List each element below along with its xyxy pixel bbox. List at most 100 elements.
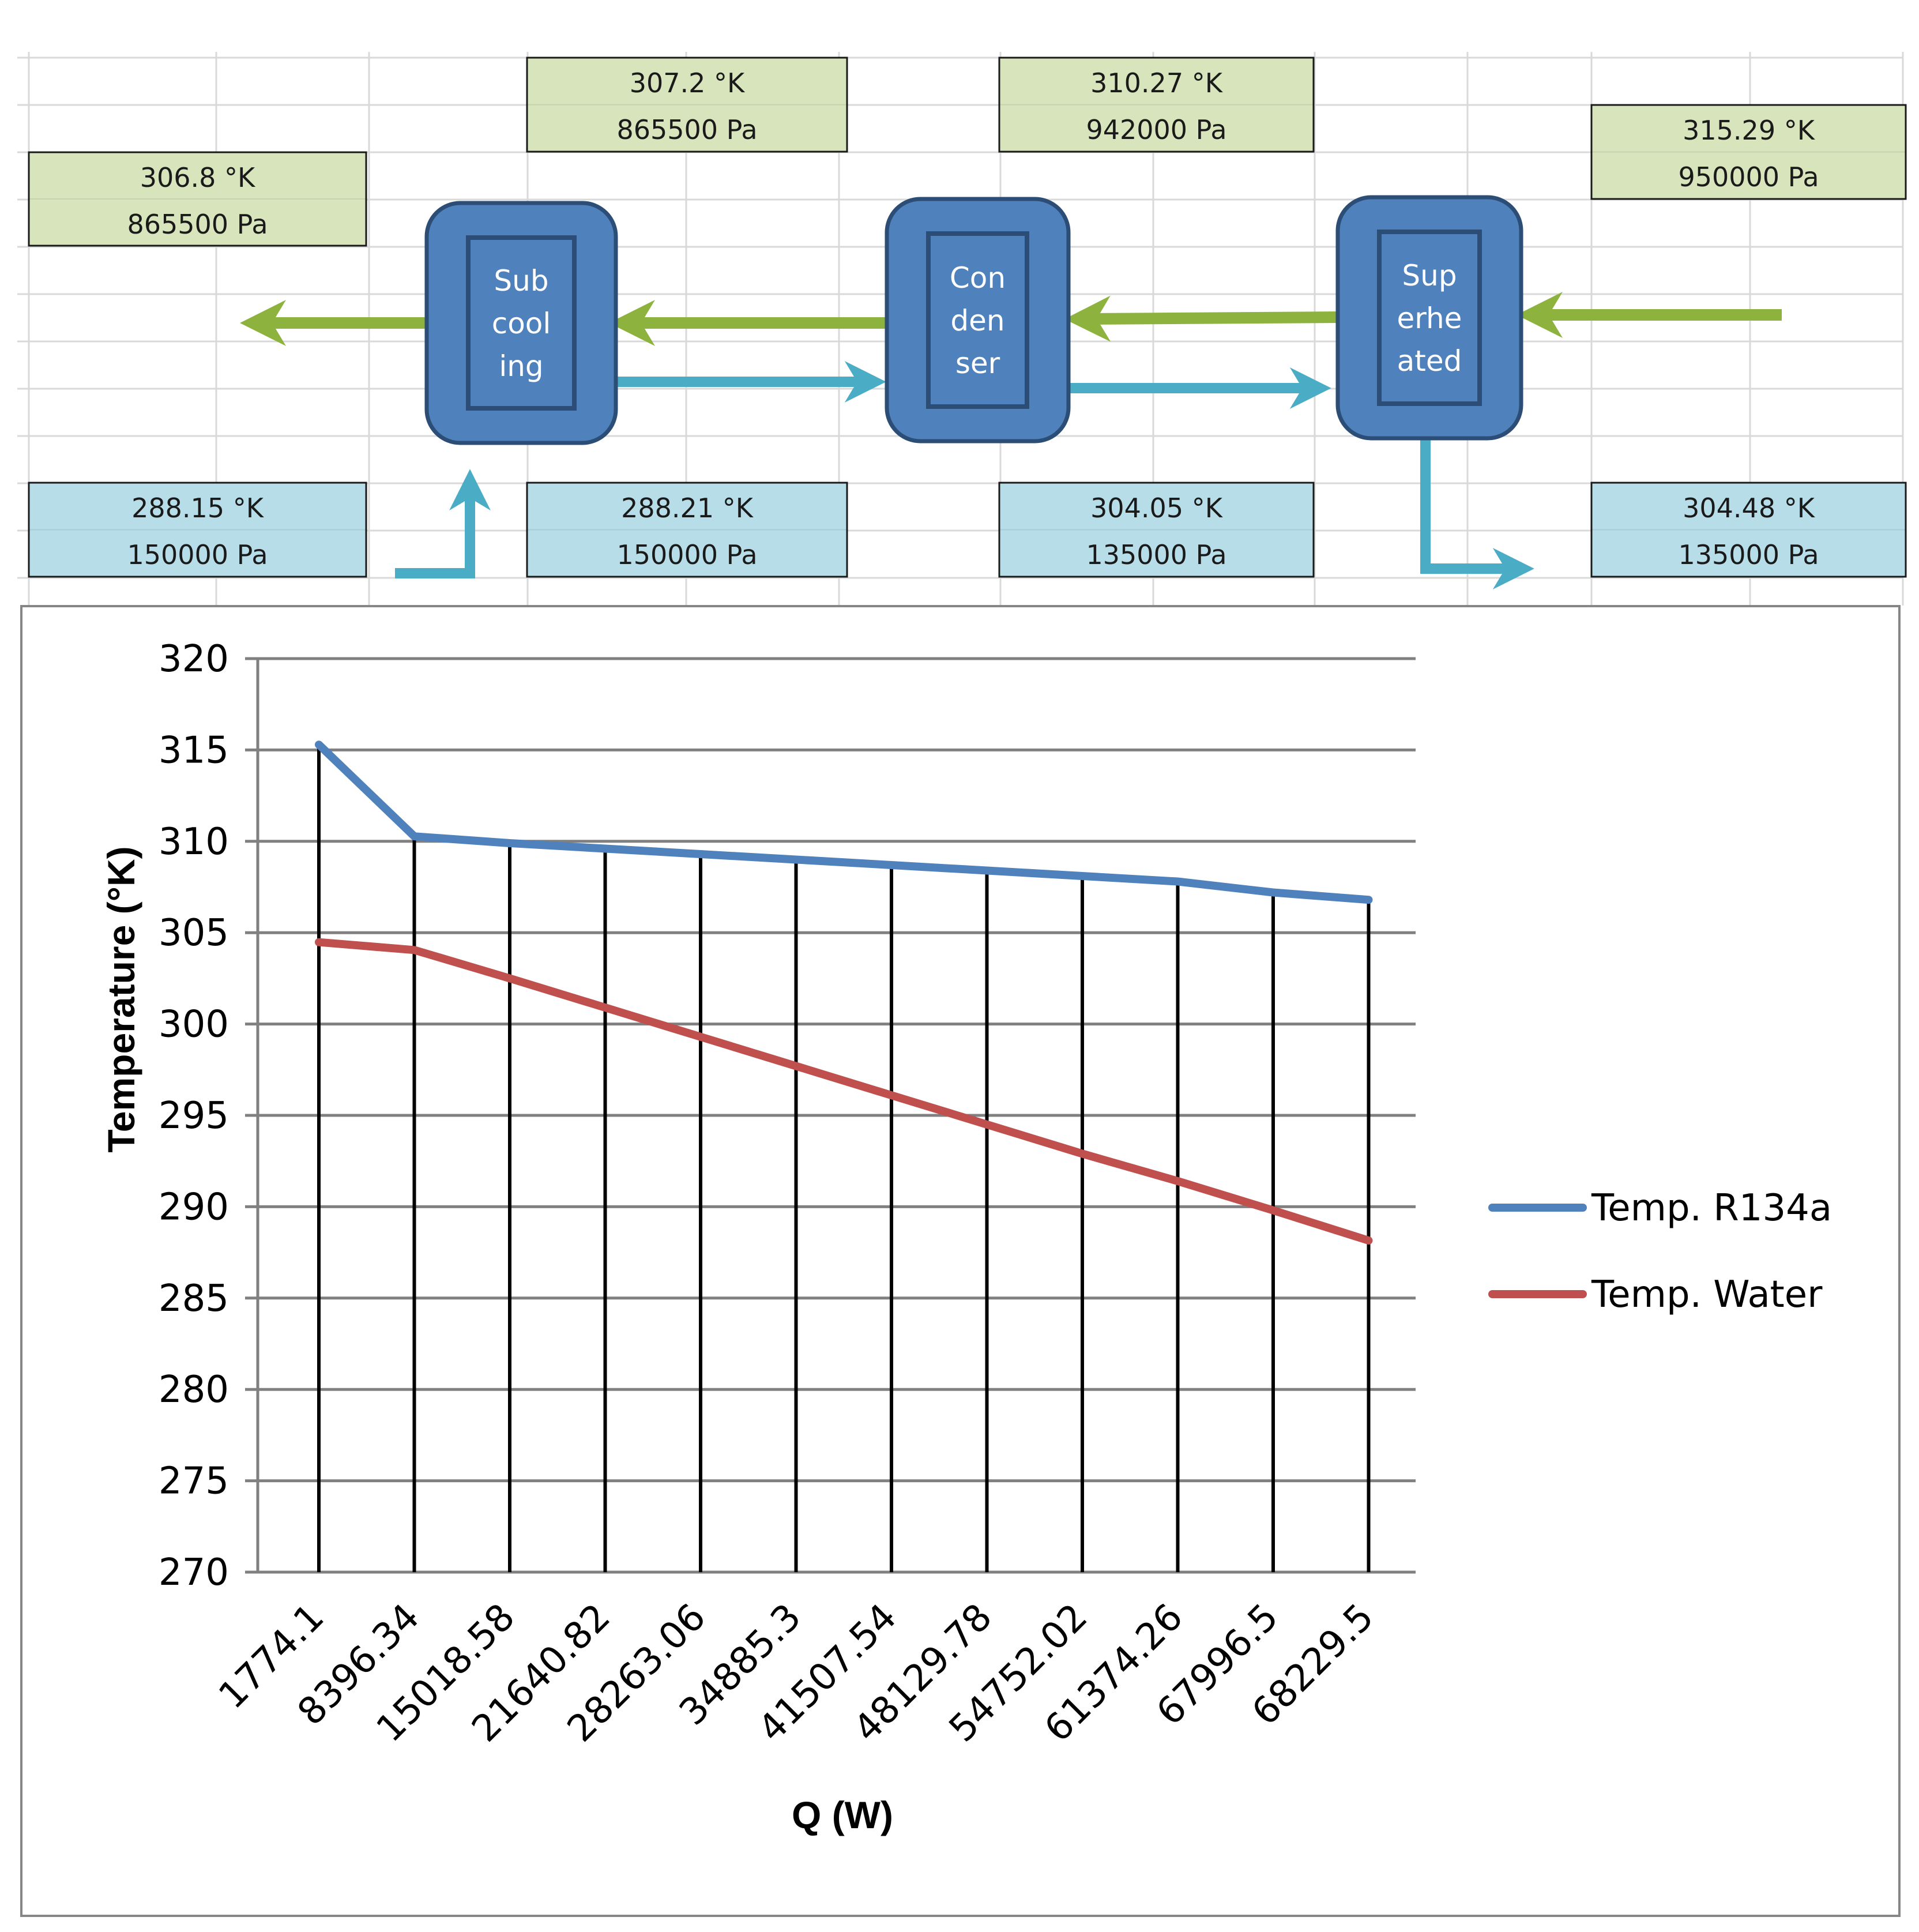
legend-label: Temp. R134a [1591, 1187, 1832, 1230]
y-tick-label: 320 [159, 638, 229, 681]
data-point [1177, 881, 1179, 882]
state-box-water-cond-out: 304.05 °K 135000 Pa [998, 482, 1315, 578]
data-point [700, 1036, 701, 1038]
unit-condenser-label-line: ser [955, 347, 1000, 380]
unit-condenser-body [885, 197, 1071, 443]
state-temperature: 288.15 °K [131, 493, 265, 524]
unit-subcooling-body [424, 201, 618, 445]
chart-series [315, 741, 1373, 1245]
state-box-r134a-out-bg [28, 151, 367, 247]
unit-superheated-label-line: erhe [1397, 302, 1462, 335]
state-box-r134a-cond-in: 310.27 °K 942000 Pa [998, 57, 1315, 153]
state-box-water-sub-out-bg [526, 482, 848, 578]
data-point [604, 848, 606, 850]
data-point [413, 949, 415, 951]
water-arrow-in [395, 469, 491, 578]
chart-frame [20, 605, 1901, 1917]
y-tick-label: 305 [159, 912, 229, 954]
unit-subcooling-inner [466, 235, 577, 411]
chart-drop-lines [317, 745, 1371, 1572]
state-temperature: 304.05 °K [1090, 493, 1224, 524]
state-temperature: 310.27 °K [1090, 67, 1224, 99]
unit-superheated-label-line: ated [1397, 344, 1462, 378]
y-tick-label: 275 [159, 1460, 229, 1503]
x-axis-title: Q (W) [792, 1794, 893, 1836]
state-box-r134a-in: 315.29 °K 950000 Pa [1590, 104, 1907, 200]
process-units: Sub cool ing Con den ser Sup erhe ated [424, 195, 1523, 445]
data-point [1368, 1240, 1369, 1242]
state-temperature: 307.2 °K [630, 67, 746, 99]
y-axis-title: Temperature (°K) [100, 846, 142, 1152]
unit-condenser-inner [926, 231, 1029, 409]
unit-subcooling-label-line: cool [492, 307, 551, 340]
chart-gridlines [245, 657, 1416, 1574]
data-point [413, 836, 415, 837]
state-pressure: 135000 Pa [1086, 539, 1226, 570]
state-temperature: 288.21 °K [621, 493, 754, 524]
data-point [318, 941, 319, 943]
legend-label: Temp. Water [1591, 1273, 1823, 1316]
unit-condenser-label-line: den [950, 304, 1004, 337]
state-pressure: 150000 Pa [616, 539, 757, 570]
state-temperature: 315.29 °K [1683, 115, 1816, 146]
y-tick-label: 295 [159, 1095, 229, 1137]
state-box-water-out-bg [1590, 482, 1907, 578]
y-tick-label: 280 [159, 1369, 229, 1411]
y-tick-labels: 270 275 280 285 290 295 300 305 310 315 320 [159, 638, 229, 1594]
series-line-water [315, 938, 1373, 1245]
flow-arrows [240, 292, 1782, 589]
y-tick-label: 270 [159, 1551, 229, 1594]
unit-condenser: Con den ser [885, 197, 1071, 443]
state-box-r134a-sub-in: 307.2 °K 865500 Pa [526, 57, 848, 153]
data-point [509, 842, 510, 844]
state-box-water-cond-out-bg [998, 482, 1315, 578]
unit-subcooling-label-line: Sub [494, 264, 548, 298]
data-point [1082, 875, 1083, 877]
state-temperature: 304.48 °K [1683, 493, 1816, 524]
unit-condenser-label-line: Con [950, 261, 1006, 295]
unit-subcooling: Sub cool ing [424, 201, 618, 445]
unit-superheated-inner [1377, 230, 1482, 406]
data-point [795, 1065, 797, 1067]
data-point [891, 864, 892, 866]
state-pressure: 942000 Pa [1086, 114, 1226, 145]
y-tick-label: 300 [159, 1003, 229, 1046]
data-point [318, 744, 319, 746]
unit-superheated: Sup erhe ated [1335, 195, 1523, 441]
y-tick-label: 290 [159, 1186, 229, 1228]
state-box-water-in: 288.15 °K 150000 Pa [28, 482, 367, 578]
r134a-arrow-to-condenser [1064, 295, 1338, 342]
state-pressure: 135000 Pa [1678, 539, 1819, 570]
data-point [1082, 1153, 1083, 1155]
state-box-r134a-in-bg [1590, 104, 1907, 200]
data-point [1368, 899, 1369, 901]
y-tick-label: 315 [159, 729, 229, 772]
unit-subcooling-label-line: ing [499, 349, 543, 383]
data-point [1273, 1209, 1274, 1211]
unit-superheated-label-line: Sup [1402, 259, 1457, 292]
series-line-r134a [315, 741, 1373, 904]
state-temperature: 306.8 °K [140, 162, 256, 193]
data-point [795, 859, 797, 860]
state-box-water-out: 304.48 °K 135000 Pa [1590, 482, 1907, 578]
data-point [509, 978, 510, 979]
data-point [986, 870, 988, 871]
data-point [891, 1095, 892, 1096]
state-box-r134a-sub-in-bg [526, 57, 848, 153]
state-pressure: 865500 Pa [616, 114, 757, 145]
data-point [700, 853, 701, 855]
y-tick-label: 285 [159, 1277, 229, 1320]
state-box-water-in-bg [28, 482, 367, 578]
state-pressure: 950000 Pa [1678, 161, 1819, 193]
state-box-water-sub-out: 288.21 °K 150000 Pa [526, 482, 848, 578]
y-tick-label: 310 [159, 821, 229, 863]
data-point [986, 1123, 988, 1125]
water-arrow-out [1420, 439, 1534, 589]
data-point [604, 1007, 606, 1009]
state-pressure: 150000 Pa [127, 539, 268, 570]
